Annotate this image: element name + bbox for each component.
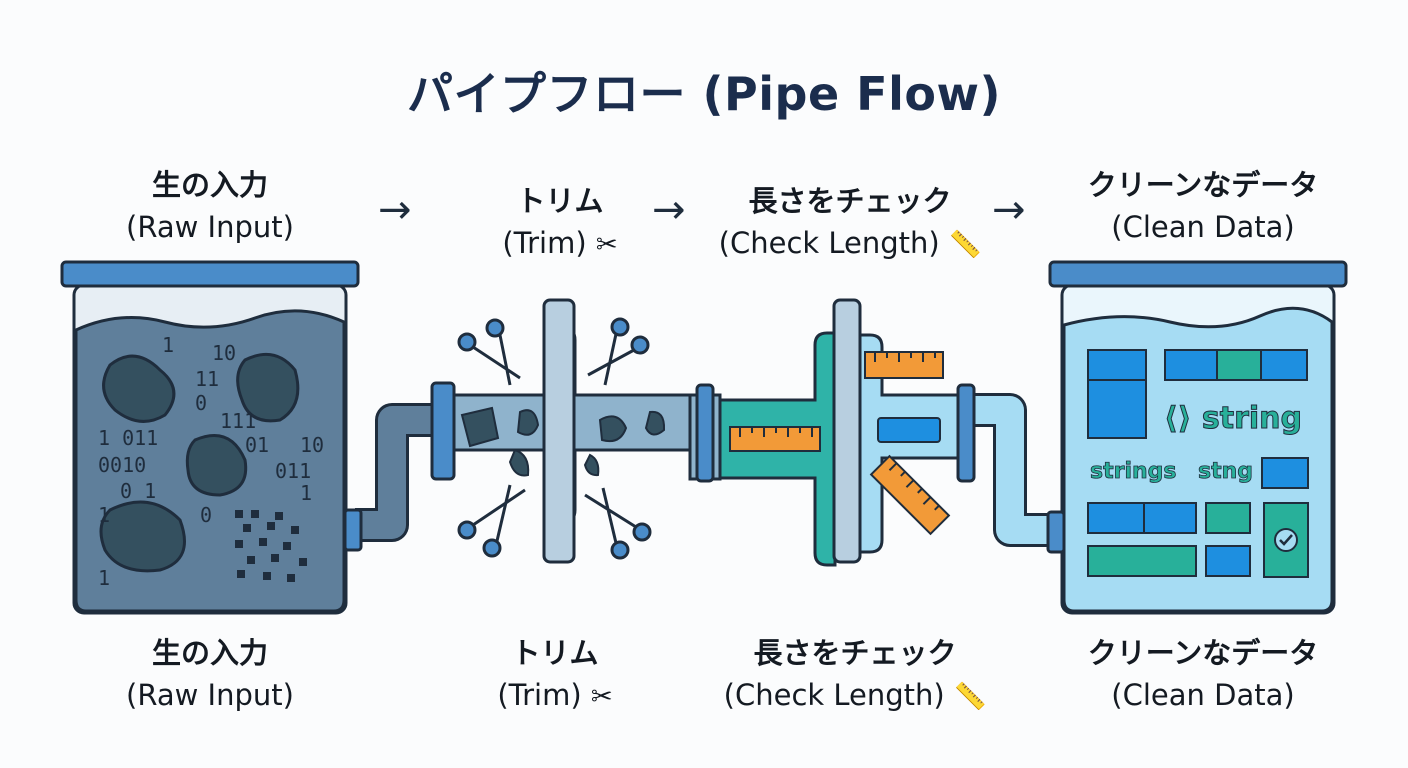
ruler-icon xyxy=(729,426,821,452)
scissors-icon xyxy=(587,317,650,386)
binary-digit: 011 xyxy=(275,459,311,483)
ruler-icon: 📏 xyxy=(953,682,987,712)
clean-token-strings: strings xyxy=(1090,459,1177,484)
scissors-icon: ✂ xyxy=(595,230,618,260)
binary-digit: 11 xyxy=(195,367,219,391)
binary-digit: 0010 xyxy=(98,453,146,477)
label-trim-bottom: トリム (Trim) ✂ xyxy=(455,632,655,718)
label-en: (Clean Data) xyxy=(1111,678,1295,712)
label-jp: トリム xyxy=(516,184,604,218)
label-clean-data-bottom: クリーンなデータ (Clean Data) xyxy=(1058,632,1348,716)
label-en: (Trim) xyxy=(497,678,582,712)
scissors-icon: ✂ xyxy=(590,682,613,712)
label-jp: 長さをチェック xyxy=(753,636,957,670)
label-en: (Check Length) xyxy=(718,226,940,260)
scissors-icon xyxy=(457,484,526,558)
clean-data-tank xyxy=(1048,260,1348,615)
binary-digit: 111 xyxy=(220,409,256,433)
clean-token-string: ⟨⟩ string xyxy=(1164,401,1302,436)
binary-digit: 0 xyxy=(195,391,207,415)
ruler-icon xyxy=(869,454,951,536)
connecting-pipes xyxy=(355,393,1060,547)
label-raw-input-bottom: 生の入力 (Raw Input) xyxy=(100,632,320,716)
label-en: (Check Length) xyxy=(723,678,945,712)
label-en: (Raw Input) xyxy=(126,210,294,244)
label-check-length-top: 長さをチェック (Check Length) 📏 xyxy=(700,180,1000,266)
raw-binary-digits: 1 10 11 0 111 1 011 01 10 0010 011 0 1 1… xyxy=(98,333,324,590)
ruler-icon: 📏 xyxy=(948,230,982,260)
scissors-icon xyxy=(457,318,521,386)
clean-token-stng: stng xyxy=(1198,459,1253,484)
page-title: パイプフロー (Pipe Flow) xyxy=(407,67,1001,121)
raw-input-tank xyxy=(60,260,360,615)
label-en: (Trim) xyxy=(502,226,587,260)
binary-digit: 1 011 xyxy=(98,426,158,450)
label-jp: トリム xyxy=(511,636,599,670)
binary-digit: 1 xyxy=(98,503,110,527)
clean-inlet-flange xyxy=(1046,510,1066,554)
binary-digit: 0 1 xyxy=(120,479,156,503)
label-trim-top: トリム (Trim) ✂ xyxy=(460,180,660,266)
binary-digit: 1 xyxy=(162,333,174,357)
label-jp: クリーンなデータ xyxy=(1087,636,1319,670)
ruler-icon xyxy=(864,351,944,379)
label-jp: 長さをチェック xyxy=(748,184,952,218)
label-jp: 生の入力 xyxy=(151,168,268,202)
label-check-length-bottom: 長さをチェック (Check Length) 📏 xyxy=(700,632,1010,718)
binary-digit: 1 xyxy=(300,481,312,505)
binary-digit: 0 xyxy=(200,503,212,527)
binary-digit: 1 xyxy=(98,566,110,590)
label-jp: 生の入力 xyxy=(151,636,268,670)
label-raw-input-top: 生の入力 (Raw Input) xyxy=(100,164,320,248)
binary-digit: 10 xyxy=(212,341,236,365)
binary-digit: 10 xyxy=(300,433,324,457)
label-en: (Clean Data) xyxy=(1111,210,1295,244)
raw-outlet-flange xyxy=(343,508,363,552)
label-clean-data-top: クリーンなデータ (Clean Data) xyxy=(1058,164,1348,248)
trim-stage xyxy=(430,298,692,564)
flow-arrow: → xyxy=(992,187,1026,233)
scissors-icon xyxy=(584,487,652,560)
binary-digit: 01 xyxy=(245,433,269,457)
label-en: (Raw Input) xyxy=(126,678,294,712)
flow-arrow: → xyxy=(378,187,412,233)
flow-arrow: → xyxy=(652,187,686,233)
label-jp: クリーンなデータ xyxy=(1087,168,1319,202)
